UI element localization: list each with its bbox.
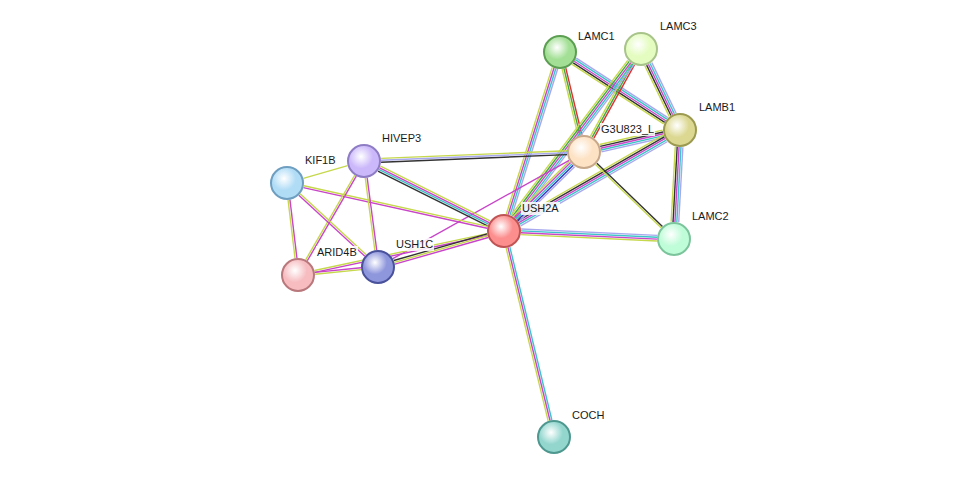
interaction-edge	[303, 166, 347, 179]
interaction-edge	[381, 151, 567, 162]
evidence-line	[367, 178, 377, 250]
node-label: LAMC3	[659, 20, 698, 33]
interaction-edge	[521, 229, 657, 241]
node-label: LAMC1	[577, 30, 616, 43]
node-circle	[567, 135, 601, 169]
evidence-line	[381, 151, 567, 159]
interaction-edge	[315, 268, 361, 275]
node-label: USH1C	[395, 238, 434, 251]
evidence-line	[515, 163, 571, 218]
evidence-line	[562, 69, 578, 136]
node-circle	[663, 113, 697, 147]
interaction-edge	[671, 147, 683, 222]
node-label: USH2A	[521, 202, 560, 215]
evidence-line	[506, 248, 548, 421]
evidence-line	[381, 153, 567, 161]
evidence-line	[513, 161, 569, 216]
node-circle	[361, 250, 395, 284]
interaction-edge	[314, 234, 487, 273]
node-label: COCH	[571, 409, 605, 422]
evidence-line	[596, 164, 662, 227]
evidence-line	[516, 164, 572, 219]
node-label: LAMB1	[698, 101, 736, 114]
evidence-line	[519, 167, 575, 222]
node-circle	[657, 222, 691, 256]
interaction-edge	[394, 234, 488, 264]
evidence-line	[394, 236, 487, 263]
node-circle	[347, 144, 381, 178]
evidence-line	[315, 270, 361, 275]
node-label: HIVEP3	[381, 132, 422, 145]
node-circle	[487, 214, 521, 248]
evidence-line	[647, 65, 671, 115]
evidence-line	[381, 155, 567, 163]
node-label: KIF1B	[304, 154, 337, 167]
evidence-line	[508, 248, 550, 421]
evidence-line	[393, 160, 569, 258]
evidence-line	[314, 234, 487, 271]
evidence-line	[395, 237, 488, 264]
evidence-line	[378, 171, 488, 226]
evidence-line	[288, 200, 295, 258]
interaction-edge	[596, 163, 663, 228]
node-circle	[537, 420, 571, 454]
interaction-edge	[288, 200, 297, 258]
evidence-line	[645, 66, 669, 116]
evidence-line	[597, 163, 663, 226]
interaction-edge	[645, 63, 676, 117]
node-circle	[543, 35, 577, 69]
evidence-line	[648, 64, 672, 114]
evidence-line	[380, 166, 490, 221]
evidence-line	[510, 247, 552, 420]
evidence-line	[521, 235, 657, 241]
evidence-line	[564, 69, 580, 136]
interaction-edge	[365, 178, 376, 251]
node-label: G3U823_L	[600, 123, 655, 136]
evidence-line	[303, 166, 347, 179]
interaction-edge	[513, 161, 574, 222]
node-label: LAMC2	[691, 210, 730, 223]
interaction-edge	[393, 160, 569, 258]
evidence-line	[394, 234, 487, 261]
node-circle	[270, 166, 304, 200]
node-circle	[281, 258, 315, 292]
evidence-line	[365, 178, 375, 250]
node-label: ARID4B	[316, 246, 358, 259]
evidence-line	[650, 63, 674, 113]
node-circle	[624, 32, 658, 66]
evidence-line	[671, 147, 675, 222]
interaction-edge	[506, 247, 552, 421]
